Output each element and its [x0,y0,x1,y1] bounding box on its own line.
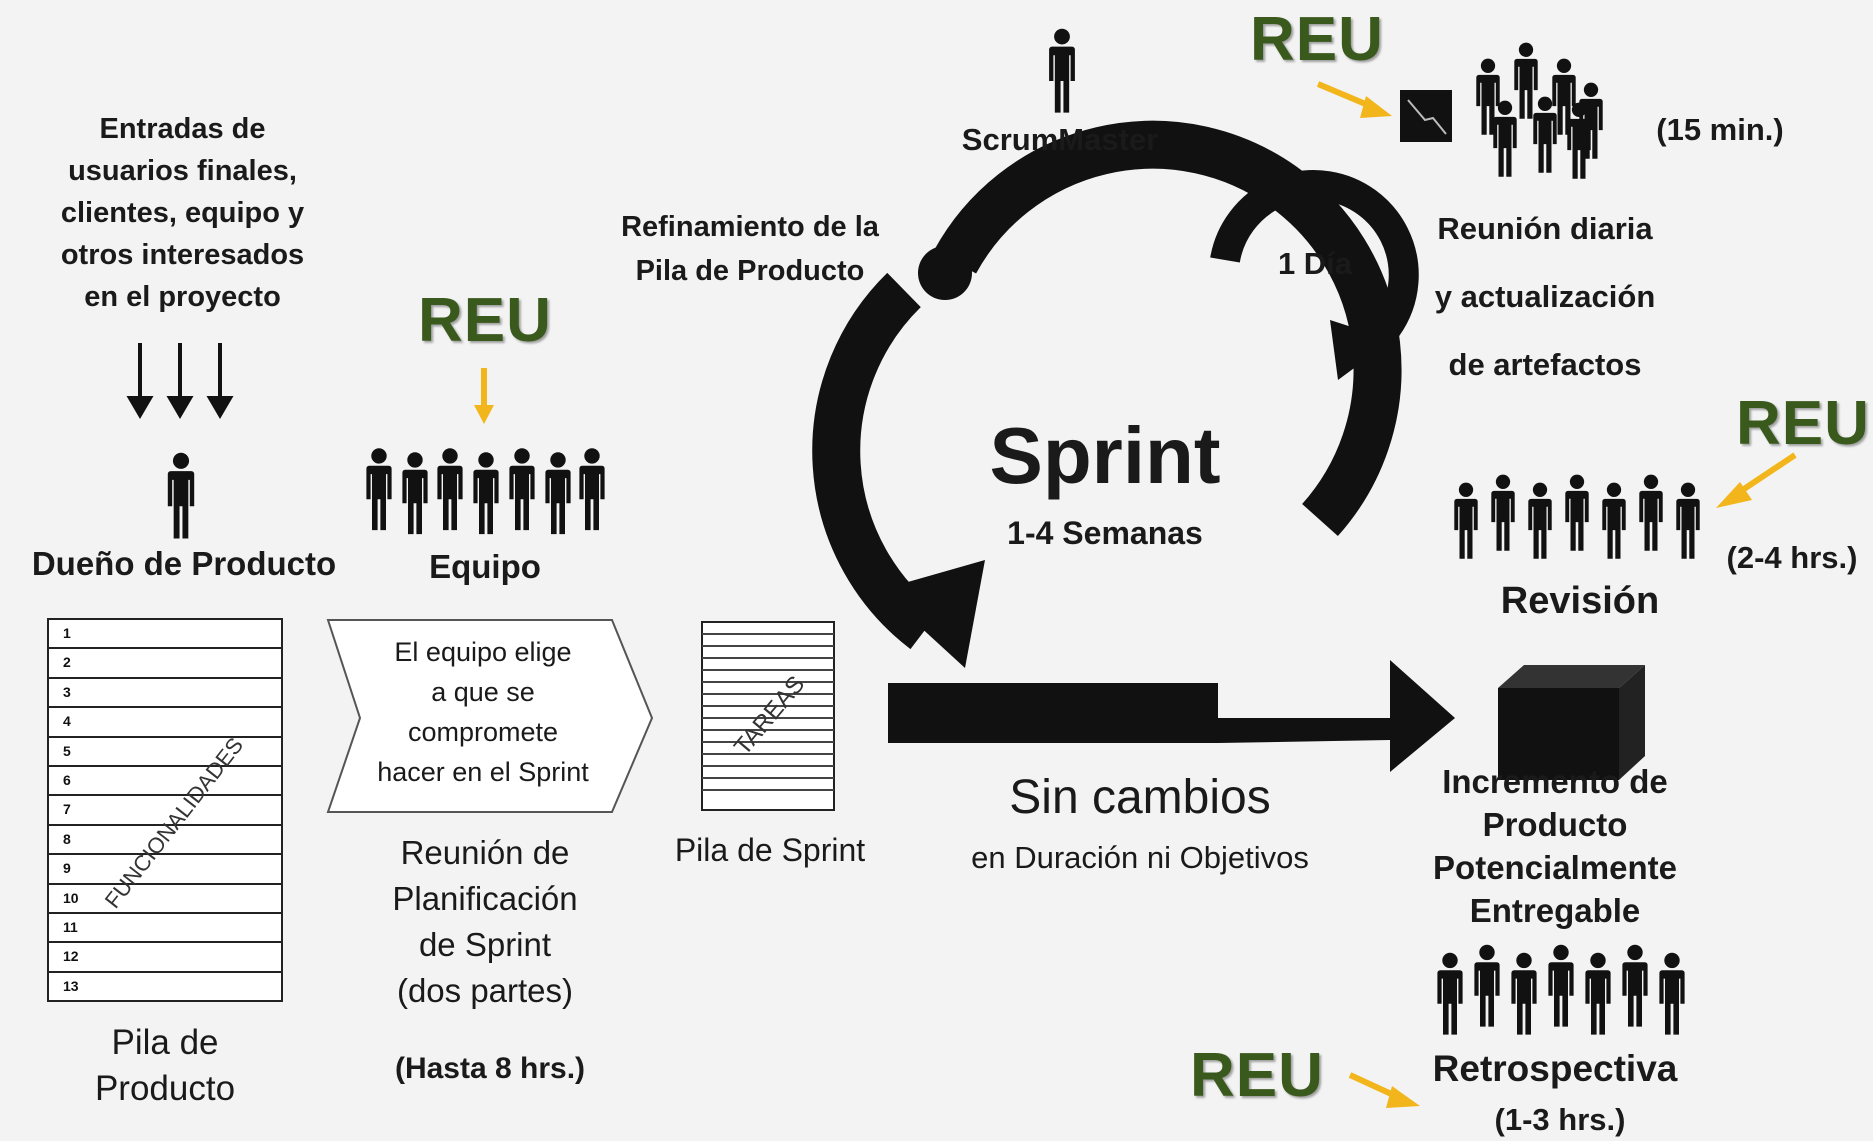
backlog-row: 6 [49,767,281,797]
sprint-backlog-caption: Pila de Sprint [674,832,866,868]
increment-text: Incremento de Producto Potencialmente En… [1433,763,1677,929]
backlog-row: 10 [49,885,281,914]
sprint-backlog-box [701,621,835,811]
review-figures [1454,474,1700,559]
product-owner-label: Dueño de Producto [31,545,337,582]
backlog-row: 7 [49,796,281,826]
reu-label-team: REU [418,286,552,355]
no-changes-title: Sin cambios [1009,771,1271,824]
refinement-text: Refinamiento de la Pila de Producto [621,211,879,287]
increment-box [1498,665,1645,780]
reu-label-daily: REU [1250,5,1384,74]
reu-arrow-team [474,368,494,424]
backlog-row: 2 [49,649,281,679]
team-label: Equipo [429,548,541,585]
retro-label: Retrospectiva [1432,1048,1678,1089]
backlog-row: 11 [49,914,281,944]
backlog-row: 5 [49,738,281,767]
backlog-row: 13 [63,977,79,994]
review-duration: (2-4 hrs.) [1726,540,1858,575]
sprint-title: Sprint [989,411,1221,500]
reu-arrows [1316,81,1797,1108]
scrum-master-figure [1049,28,1075,113]
daily-meeting-text: Reunión diaria y actualización de artefa… [1434,211,1656,382]
daily-duration: (15 min.) [1656,112,1784,147]
backlog-row: 1 [49,620,281,650]
product-backlog-list: 1 2 3 4 5 6 7 8 9 10 11 12 13 [47,618,283,1002]
planning-chevron [326,619,654,813]
retro-duration: (1-3 hrs.) [1494,1102,1626,1137]
daily-loop-arrow [1210,170,1419,380]
product-backlog-caption: Pila de Producto [94,1023,236,1108]
reu-label-review: REU [1736,389,1870,458]
reu-label-retro: REU [1190,1041,1324,1110]
down-arrows [126,343,234,419]
review-label: Revisión [1500,580,1660,622]
scrum-master-label: ScrumMaster [961,122,1159,157]
planning-duration: (Hasta 8 hrs.) [394,1052,586,1085]
stakeholder-inputs-text: Entradas de usuarios finales, clientes, … [60,113,305,313]
team-figures [366,448,605,535]
backlog-row: 9 [49,855,281,885]
increment-arrow [1205,660,1455,772]
planning-chevron-text: El equipo elige a que se compromete hace… [377,637,589,787]
backlog-row: 4 [49,708,281,738]
daily-loop-label: 1 Día [1277,246,1353,281]
no-changes-subtitle: en Duración ni Objetivos [971,840,1309,875]
backlog-row: 8 [49,826,281,856]
backlog-row: 3 [49,679,281,709]
backlog-row: 12 [49,943,281,973]
whiteboard-icon [1400,90,1452,142]
retro-figures [1437,944,1685,1035]
planning-meeting-text: Reunión de Planificación de Sprint (dos … [392,834,578,1009]
daily-team-figures [1476,42,1603,179]
sprint-subtitle: 1-4 Semanas [1007,515,1203,551]
product-owner-figure [167,452,195,539]
